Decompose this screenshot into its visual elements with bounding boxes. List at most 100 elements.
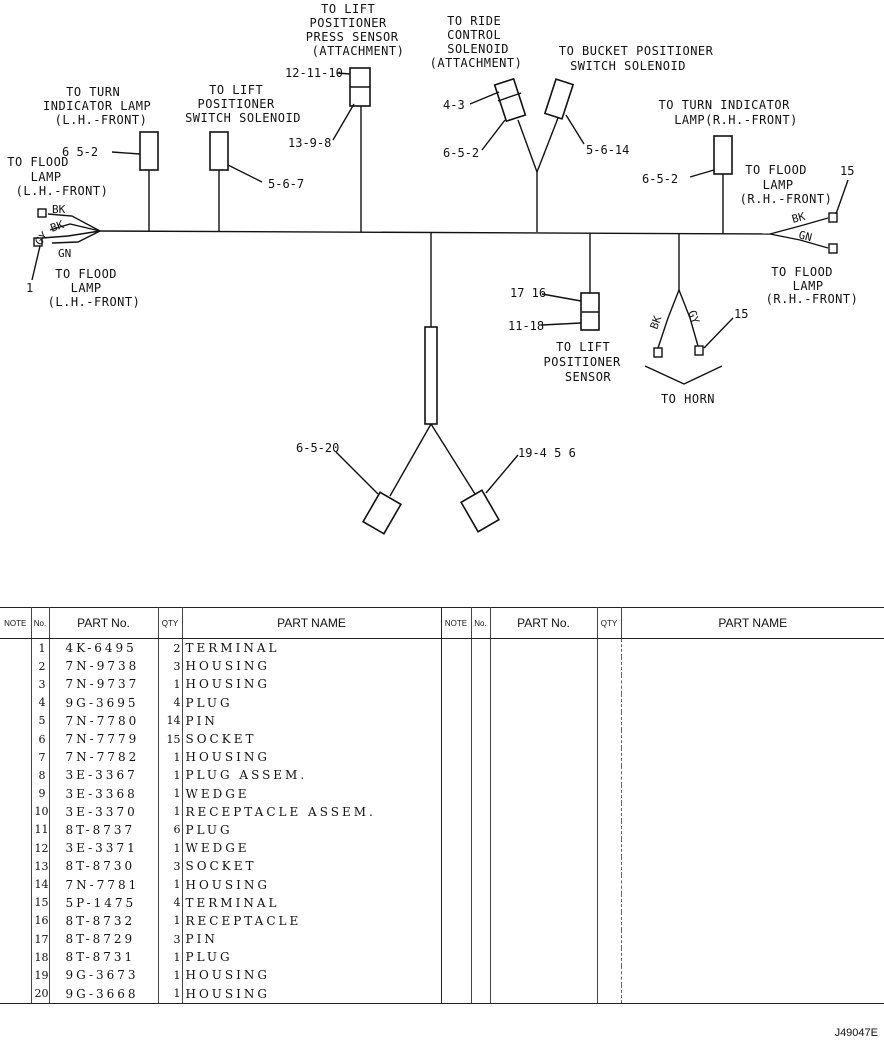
quantity: 1: [158, 784, 183, 803]
part-number: 8T-8729: [49, 930, 159, 949]
row-number-right: [471, 984, 491, 1004]
quantity-right: [597, 784, 622, 803]
ref-15-horn: 15: [734, 307, 748, 321]
quantity-right: [597, 729, 622, 749]
part-number-right: [490, 729, 598, 749]
part-number-right: [490, 893, 598, 912]
part-name-right: [621, 912, 884, 930]
part-number: 8T-8732: [49, 911, 159, 930]
part-name-right: [621, 639, 884, 658]
center-drop-branch: [335, 232, 519, 535]
wiring-harness-diagram: TO TURN INDICATOR LAMP (L.H.-FRONT) TO F…: [7, 2, 858, 535]
note-cell-right: [441, 911, 472, 930]
note-cell: [0, 893, 32, 912]
quantity: 1: [158, 984, 183, 1004]
quantity: 1: [158, 875, 183, 894]
quantity-right: [597, 638, 622, 658]
part-number: 3E-3368: [49, 784, 159, 803]
row-number: 7: [31, 748, 50, 767]
part-number: 8T-8731: [49, 948, 159, 967]
part-name-right: [621, 857, 884, 875]
part-name: PLUG: [182, 693, 442, 712]
label-ride-control: TO RIDE CONTROL SOLENOID (ATTACHMENT): [430, 14, 523, 70]
note-cell-right: [441, 784, 472, 803]
ref-1-lh: 1: [26, 281, 33, 295]
part-name: TERMINAL: [182, 893, 442, 912]
quantity-right: [597, 893, 622, 912]
ref-1118: 11-18: [508, 319, 544, 333]
ref-19456: 19-4 5 6: [518, 446, 576, 460]
part-name-right: [621, 712, 884, 730]
header-no-right: No.: [471, 607, 491, 639]
part-name: PLUG ASSEM.: [182, 766, 442, 785]
horn-branch: [644, 233, 734, 385]
quantity-right: [597, 839, 622, 858]
quantity-right: [597, 711, 622, 730]
wire-gy-horn: GY: [685, 309, 702, 326]
part-name: HOUSING: [182, 748, 442, 767]
part-number: 5P-1475: [49, 893, 159, 912]
note-cell: [0, 693, 32, 712]
row-number: 3: [31, 675, 50, 694]
part-name: PLUG: [182, 820, 442, 840]
part-name-right: [621, 930, 884, 948]
table-header-row: NOTE No. PART No. QTY PART NAME NOTE No.…: [0, 607, 884, 639]
ref-652-lh: 6 5-2: [62, 145, 98, 159]
part-number-right: [490, 820, 598, 840]
part-number: 3E-3370: [49, 802, 159, 821]
note-cell: [0, 875, 32, 894]
header-part-name: PART NAME: [182, 607, 442, 639]
part-number: 7N-9738: [49, 657, 159, 676]
part-name: WEDGE: [182, 784, 442, 803]
part-name: RECEPTACLE ASSEM.: [182, 802, 442, 821]
quantity: 3: [158, 930, 183, 949]
wire-bk-rh: BK: [790, 210, 807, 226]
quantity: 1: [158, 675, 183, 694]
turn-indicator-rh-connector: [689, 135, 733, 234]
part-number-right: [490, 911, 598, 930]
label-flood-rh-top: TO FLOOD LAMP (R.H.-FRONT): [740, 163, 833, 206]
row-number-right: [471, 766, 491, 785]
quantity-right: [597, 820, 622, 840]
note-cell-right: [441, 711, 472, 730]
row-number-right: [471, 930, 491, 949]
row-number: 17: [31, 930, 50, 949]
quantity: 4: [158, 893, 183, 912]
label-lift-switch: TO LIFT POSITIONER SWITCH SOLENOID: [185, 83, 301, 125]
row-number-right: [471, 748, 491, 767]
ref-567: 5-6-7: [268, 177, 304, 191]
ref-652-ride: 6-5-2: [443, 146, 479, 160]
note-cell-right: [441, 657, 472, 676]
lift-switch-solenoid-connector: [209, 131, 263, 231]
quantity-right: [597, 948, 622, 967]
row-number: 12: [31, 839, 50, 858]
header-note: NOTE: [0, 607, 32, 639]
row-number: 9: [31, 784, 50, 803]
label-turn-lh: TO TURN INDICATOR LAMP (L.H.-FRONT): [43, 85, 159, 127]
quantity: 6: [158, 820, 183, 840]
part-number-right: [490, 857, 598, 876]
quantity: 15: [158, 729, 183, 749]
note-cell-right: [441, 966, 472, 985]
quantity-right: [597, 657, 622, 676]
note-cell: [0, 729, 32, 749]
part-number-right: [490, 948, 598, 967]
wire-bk-horn: BK: [648, 314, 665, 331]
ref-6520: 6-5-20: [296, 441, 339, 455]
quantity: 2: [158, 638, 183, 658]
part-name-right: [621, 839, 884, 857]
ride-bucket-branch: [469, 77, 585, 232]
note-cell: [0, 820, 32, 840]
row-number: 18: [31, 948, 50, 967]
ref-121110: 12-11-10: [285, 66, 343, 80]
row-number-right: [471, 675, 491, 694]
quantity: 1: [158, 839, 183, 858]
quantity-right: [597, 675, 622, 694]
row-number: 1: [31, 638, 50, 658]
row-number: 11: [31, 820, 50, 840]
note-cell: [0, 857, 32, 876]
row-number-right: [471, 820, 491, 840]
